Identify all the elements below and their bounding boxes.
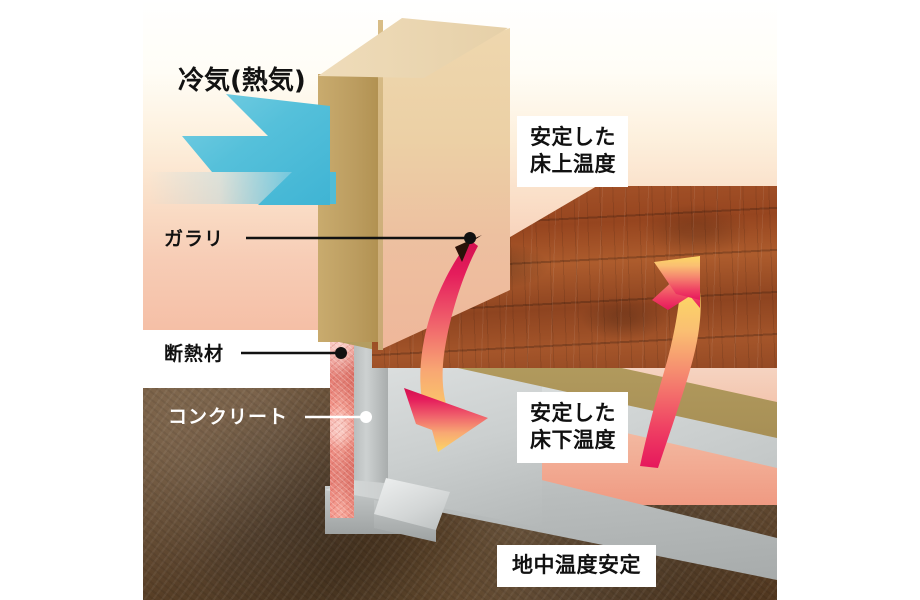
leader-dot-concrete (360, 411, 372, 423)
airflow-arrows (404, 240, 701, 468)
callout-stable-above-floor-temp: 安定した 床上温度 (517, 116, 628, 187)
floor-vent-slot (455, 235, 482, 262)
cold-air-arrow (182, 94, 330, 205)
leader-dot-insulation (335, 347, 347, 359)
leader-label-insulation: 断熱材 (164, 343, 225, 365)
wall-corner-edge (378, 20, 383, 350)
leader-label-concrete: コンクリート (168, 406, 289, 428)
leader-label-gallery-vent: ガラリ (164, 228, 225, 250)
leader-dot-gallery (464, 232, 476, 244)
callout-stable-ground-temp: 地中温度安定 (497, 545, 656, 587)
cold-air-title-label: 冷気(熱気) (178, 66, 306, 96)
callout-stable-below-floor-temp: 安定した 床下温度 (517, 392, 628, 463)
